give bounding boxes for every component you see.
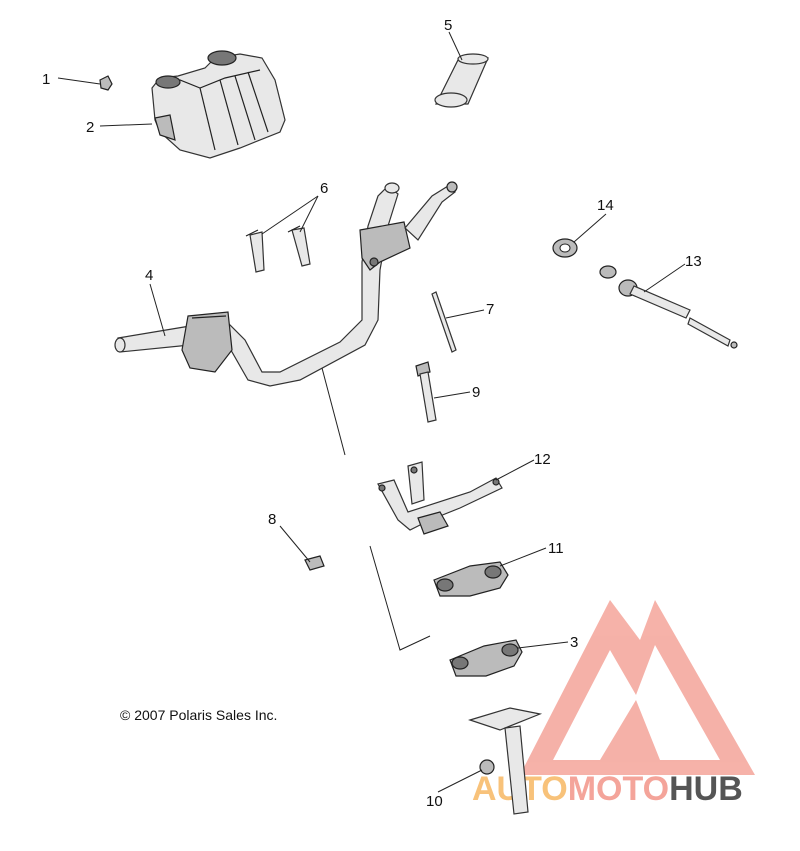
callout-5: 5: [444, 17, 452, 34]
callout-2: 2: [86, 119, 94, 136]
part-3-lower-clamp[interactable]: [449, 639, 523, 677]
assembly-lines: [321, 367, 431, 651]
watermark-hub: HUB: [669, 770, 743, 808]
callout-11: 11: [548, 540, 564, 557]
part-10-steering-post[interactable]: [468, 707, 543, 815]
callout-7: 7: [486, 301, 494, 318]
part-11-upper-clamp[interactable]: [433, 561, 509, 597]
callout-8: 8: [268, 511, 276, 528]
watermark-logo: [520, 600, 755, 775]
part-7-pin[interactable]: [431, 291, 457, 353]
part-4-handlebar[interactable]: [114, 181, 458, 387]
callout-3: 3: [570, 634, 578, 651]
part-5-grip[interactable]: [434, 53, 489, 108]
callout-1: 1: [42, 71, 50, 88]
callout-9: 9: [472, 384, 480, 401]
callout-4: 4: [145, 267, 153, 284]
callout-10: 10: [426, 793, 443, 810]
callout-13: 13: [685, 253, 702, 270]
callout-6: 6: [320, 180, 328, 197]
part-1-clip[interactable]: [99, 75, 113, 91]
part-2-handlebar-cover[interactable]: [151, 50, 286, 159]
part-6-brackets[interactable]: [245, 225, 311, 273]
part-12-mount-bracket[interactable]: [377, 461, 503, 535]
watermark-moto: MOTO: [568, 770, 669, 808]
leader-lines: [57, 31, 686, 793]
part-8-screw[interactable]: [304, 555, 325, 571]
callout-labels: 1 2 5 6 4 7 9 12 11 3 8 10 14 13: [42, 17, 702, 810]
callout-12: 12: [534, 451, 551, 468]
part-13-shaft[interactable]: [599, 265, 738, 349]
part-14-nut[interactable]: [552, 238, 578, 258]
copyright-notice: © 2007 Polaris Sales Inc.: [120, 707, 278, 723]
part-9-bolt[interactable]: [415, 361, 437, 423]
callout-14: 14: [597, 197, 614, 214]
